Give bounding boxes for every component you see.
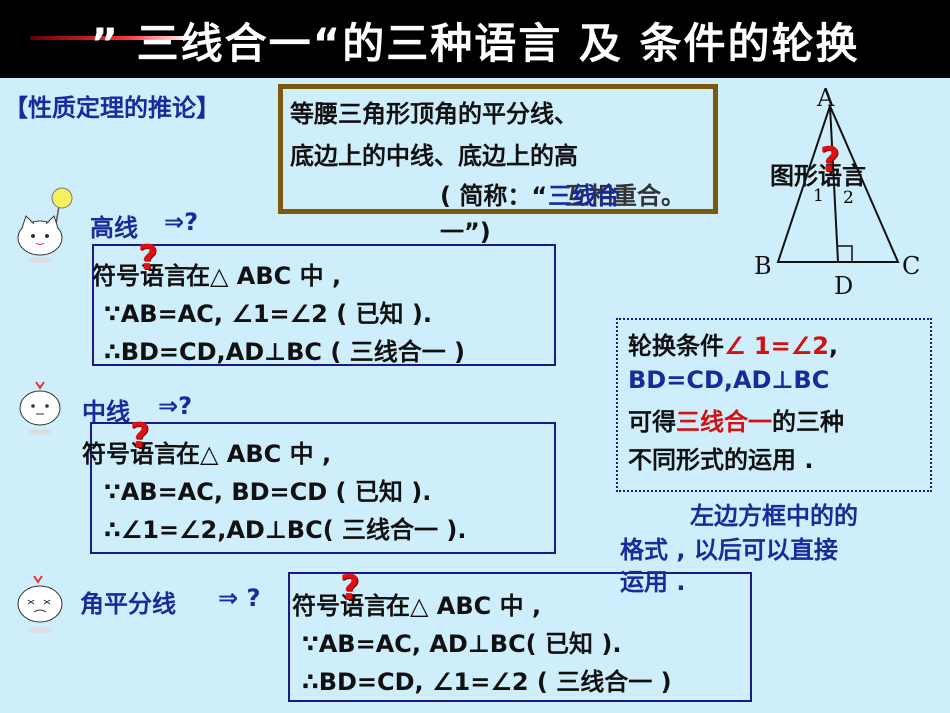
case-bisector-line2: ∵AB=AC, AD⊥BC( 已知 ). (302, 630, 622, 658)
angle-2-label: 2 (843, 188, 854, 208)
case-median-line3: ∴∠1=∠2,AD⊥BC( 三线合一 ). (104, 516, 467, 544)
case-altitude-box (92, 244, 556, 366)
case-altitude-sym-label: 符号语言 (92, 262, 188, 290)
theorem-line4: 一”) (440, 218, 491, 246)
rotation-note-line4: 不同形式的运用 . (628, 446, 814, 474)
case-bisector-line3: ∴BD=CD, ∠1=∠2 ( 三线合一 ) (302, 668, 672, 696)
question-mark-altitude: ? (138, 238, 158, 278)
question-mark-median: ? (130, 416, 150, 456)
case-median-arrow: ⇒? (158, 392, 193, 420)
case-bisector-line1: 在△ ABC 中 , (386, 592, 542, 620)
vertex-d: D (834, 272, 854, 300)
page-title: ” 三线合一“的三种语言 及 条件的轮换 (90, 19, 860, 68)
right-angle-mark (838, 245, 853, 262)
case-bisector-arrow: ⇒ ? (218, 584, 261, 612)
case-altitude-line1: 在△ ABC 中 , (186, 262, 342, 290)
figure-language-label: 图形语言 (770, 162, 866, 190)
title-decoration (30, 36, 190, 40)
theorem-overlay: 三线合 (548, 182, 620, 210)
rotation-note-l1c: , (828, 332, 839, 360)
rotation-note-l3c: 的三种 (772, 408, 844, 436)
rotation-note-l1b: ∠ 1=∠2 (724, 332, 829, 360)
case-altitude-line2: ∵AB=AC, ∠1=∠2 ( 已知 ). (104, 300, 432, 328)
cat-face-icon (17, 187, 73, 263)
theorem-line3a: ( 简称：“ (440, 182, 548, 210)
rotation-note-l3b: 三线合一 (676, 408, 772, 436)
triangle-figure (776, 103, 900, 263)
round-face-icon (19, 381, 61, 435)
rotation-note-line3: 可得三线合一的三种 (628, 402, 844, 437)
rotation-note-box (616, 318, 932, 492)
case-median-line1: 在△ ABC 中 , (176, 440, 332, 468)
rotation-note-line2: BD=CD,AD⊥BC (628, 366, 830, 394)
case-bisector-heading: 角平分线 (80, 590, 176, 618)
case-median-sym-label: 符号语言 (82, 440, 178, 468)
angle-1-label: 1 (813, 186, 824, 206)
format-note-line2: 格式 , 以后可以直接 (620, 536, 838, 564)
case-median-heading: 中线 (82, 398, 130, 426)
segment-ad (829, 105, 839, 263)
case-median-line2: ∵AB=AC, BD=CD ( 已知 ). (104, 478, 432, 506)
theorem-line1: 等腰三角形顶角的平分线、 (290, 100, 578, 128)
vertex-a: A (817, 84, 835, 112)
case-bisector-sym-label: 符号语言 (292, 592, 388, 620)
question-mark-bisector: ? (340, 568, 360, 608)
theorem-box (278, 84, 718, 214)
rotation-note-l1a: 轮换条件 (628, 332, 724, 360)
rotation-note-l3a: 可得 (628, 408, 676, 436)
case-median-box (90, 422, 556, 554)
rotation-note-line1: 轮换条件∠ 1=∠2, (628, 326, 838, 361)
format-note-line1: 左边方框中的的 (690, 502, 858, 530)
case-altitude-arrow: ⇒? (164, 208, 199, 236)
theorem-line2: 底边上的中线、底边上的高 (290, 142, 578, 170)
vertex-b: B (754, 252, 772, 280)
section-label: 【性质定理的推论】 (4, 94, 220, 122)
vertex-c: C (902, 252, 921, 280)
case-altitude-heading: 高线 (90, 214, 138, 242)
dazed-face-icon (17, 575, 63, 633)
case-altitude-line3: ∴BD=CD,AD⊥BC ( 三线合一 ) (104, 338, 466, 366)
format-note-line3: 运用 . (620, 568, 686, 596)
theorem-line3b: 互相重合。 (565, 182, 685, 210)
question-mark-figure: ? (820, 140, 840, 180)
case-bisector-box (288, 572, 752, 702)
